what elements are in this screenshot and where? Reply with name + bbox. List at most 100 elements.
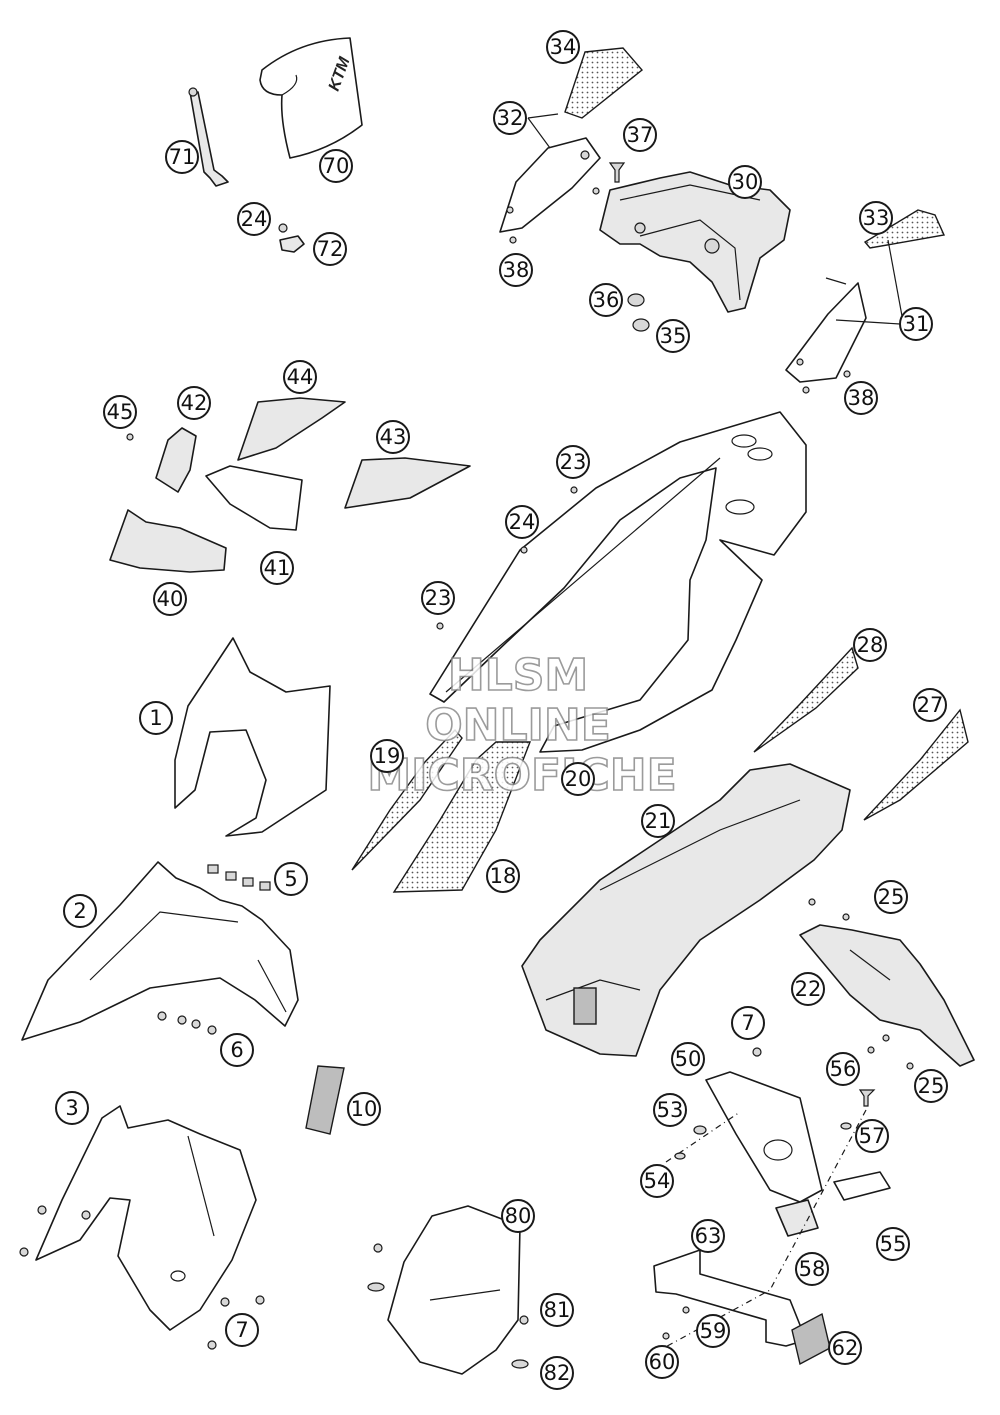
callout-3: 3: [55, 1091, 89, 1125]
callout-number: 23: [425, 586, 452, 610]
callout-number: 45: [107, 400, 134, 424]
callout-59: 59: [696, 1314, 730, 1348]
callout-21: 21: [641, 804, 675, 838]
callout-number: 19: [374, 744, 401, 768]
callout-28: 28: [853, 628, 887, 662]
callout-70: 70: [319, 149, 353, 183]
callout-number: 24: [241, 207, 268, 231]
callout-number: 82: [544, 1361, 571, 1385]
part-33-decal: [863, 209, 946, 249]
callout-2: 2: [63, 894, 97, 928]
callout-number: 20: [565, 767, 592, 791]
callout-55: 55: [876, 1227, 910, 1261]
callout-number: 32: [497, 106, 524, 130]
callout-number: 25: [878, 885, 905, 909]
screw: [842, 913, 850, 921]
callout-38-top: 38: [499, 253, 533, 287]
part-2-front-fender: [21, 861, 299, 1041]
callout-number: 33: [863, 206, 890, 230]
callout-number: 34: [550, 35, 577, 59]
part-21-rear-fender: [521, 763, 851, 1057]
part-27-decal: [863, 708, 969, 821]
callout-71: 71: [165, 140, 199, 174]
callout-6: 6: [220, 1033, 254, 1067]
callout-number: 35: [660, 324, 687, 348]
callout-number: 18: [490, 864, 517, 888]
callout-number: 57: [859, 1124, 886, 1148]
screw: [81, 1210, 91, 1220]
callout-30: 30: [728, 165, 762, 199]
screw: [662, 1332, 670, 1340]
callout-37: 37: [623, 118, 657, 152]
watermark-line-2: ONLINE: [425, 700, 611, 751]
callout-41: 41: [260, 551, 294, 585]
callout-33: 33: [859, 201, 893, 235]
callout-number: 5: [284, 867, 297, 891]
callout-number: 25: [918, 1074, 945, 1098]
callout-number: 7: [235, 1318, 248, 1342]
part-70-cover: KTM: [259, 37, 363, 159]
screw: [867, 1046, 875, 1054]
callout-number: 43: [380, 425, 407, 449]
screw: [682, 1306, 690, 1314]
washer: [674, 1152, 686, 1160]
callout-number: 81: [544, 1298, 571, 1322]
screw: [509, 236, 517, 244]
callout-number: 41: [264, 556, 291, 580]
part-55-reflector: [833, 1171, 891, 1201]
part-37-screw: [608, 162, 626, 183]
part-28-decal: [753, 646, 859, 753]
part-44-cover: [237, 397, 346, 461]
callout-7-left: 7: [225, 1313, 259, 1347]
part-34-decal: [564, 47, 644, 119]
screw: [373, 1243, 383, 1253]
screw: [570, 486, 578, 494]
callout-10: 10: [347, 1092, 381, 1126]
callout-1: 1: [139, 701, 173, 735]
screw: [519, 1315, 529, 1325]
callout-82: 82: [540, 1356, 574, 1390]
watermark: HLSM ONLINE MICROFICHE: [367, 649, 678, 802]
callout-number: 70: [323, 154, 350, 178]
callout-number: 80: [505, 1204, 532, 1228]
callout-25-top: 25: [874, 880, 908, 914]
part-20-tail-section: [429, 411, 807, 753]
screw: [843, 370, 851, 378]
part-56-screw: [858, 1089, 876, 1107]
screw: [808, 898, 816, 906]
callout-number: 23: [560, 450, 587, 474]
part-58-bracket: [775, 1199, 819, 1237]
callout-43: 43: [376, 420, 410, 454]
callout-25-bottom: 25: [914, 1069, 948, 1103]
screw: [436, 622, 444, 630]
screw: [802, 386, 810, 394]
callout-number: 55: [880, 1232, 907, 1256]
part-63-bracket: [653, 1249, 807, 1347]
part-5-nuts: [207, 864, 271, 891]
part-40-bracket: [109, 509, 227, 573]
part-71-rod: [188, 87, 229, 187]
callout-number: 50: [675, 1047, 702, 1071]
callout-36: 36: [589, 283, 623, 317]
callout-63: 63: [691, 1219, 725, 1253]
callout-number: 36: [593, 288, 620, 312]
part-18-decal: [392, 741, 532, 893]
washer: [511, 1359, 529, 1369]
callout-38-right: 38: [844, 381, 878, 415]
part-24-72-clip: [278, 223, 305, 253]
callout-number: 6: [230, 1038, 243, 1062]
part-57-washer: [840, 1122, 852, 1130]
callout-27: 27: [913, 688, 947, 722]
callout-number: 58: [799, 1257, 826, 1281]
callout-35: 35: [656, 319, 690, 353]
callout-number: 38: [503, 258, 530, 282]
callout-53: 53: [653, 1093, 687, 1127]
callout-number: 31: [903, 312, 930, 336]
screw: [906, 1062, 914, 1070]
callout-72: 72: [313, 232, 347, 266]
screw: [255, 1295, 265, 1305]
callout-number: 3: [65, 1096, 78, 1120]
screw: [220, 1297, 230, 1307]
screw: [207, 1340, 217, 1350]
